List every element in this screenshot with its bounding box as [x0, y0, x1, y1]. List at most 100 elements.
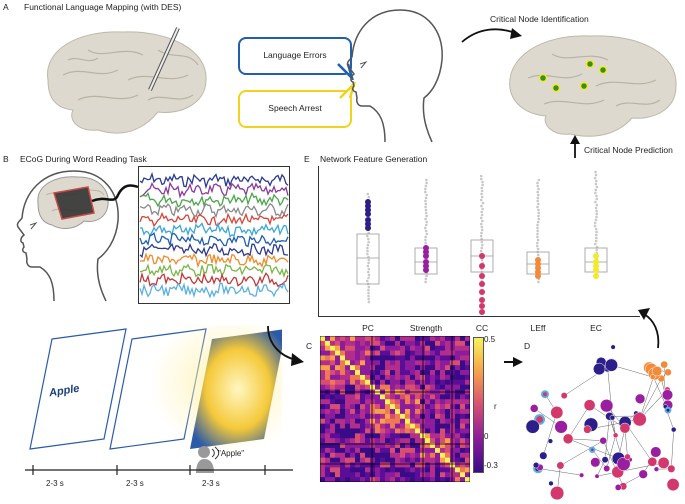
heatmap-cell	[440, 438, 446, 444]
feature-point	[366, 264, 370, 268]
heatmap-cell	[415, 374, 421, 381]
boxplot-box	[356, 233, 380, 285]
heatmap-cell	[430, 399, 436, 405]
heatmap-cell	[410, 374, 416, 381]
heatmap-cell	[430, 374, 436, 381]
heatmap-cell	[325, 394, 331, 400]
feature-point	[480, 213, 484, 217]
heatmap-cell	[390, 423, 396, 429]
heatmap-cell	[450, 394, 456, 400]
heatmap-cell	[395, 350, 401, 356]
heatmap-cell	[455, 472, 461, 478]
heatmap-cell	[440, 409, 446, 415]
heatmap-cell	[320, 457, 326, 463]
feature-point	[366, 192, 370, 196]
heatmap-cell	[325, 418, 331, 424]
feature-point	[367, 237, 370, 241]
network-node	[612, 432, 619, 439]
network-node	[619, 422, 631, 434]
network-node	[548, 480, 554, 487]
heatmap-cell	[330, 423, 336, 429]
heatmap-cell	[370, 423, 376, 429]
heatmap-cell	[355, 340, 361, 347]
heatmap-cell	[430, 423, 436, 429]
heatmap-cell	[425, 360, 431, 366]
ecog-trace	[139, 191, 289, 208]
heatmap-cell	[370, 370, 376, 376]
feature-point	[424, 208, 428, 212]
heatmap-cell	[385, 370, 391, 376]
heatmap-cell	[440, 350, 446, 356]
heatmap-cell	[405, 409, 411, 415]
heatmap-cell	[410, 379, 416, 385]
heatmap-cell	[345, 467, 351, 473]
heatmap-cell	[320, 360, 326, 366]
heatmap-cell	[345, 365, 351, 371]
heatmap-cell	[325, 370, 331, 376]
heatmap-cell	[455, 438, 461, 444]
heatmap-cell	[395, 394, 401, 400]
heatmap-cell	[405, 340, 411, 347]
feature-point	[536, 199, 539, 203]
feature-point	[536, 205, 539, 209]
heatmap-cell	[435, 433, 441, 439]
heatmap-cell	[350, 336, 356, 342]
head-with-ecog-grid-illustration	[16, 170, 139, 302]
network-edge	[560, 440, 604, 466]
heatmap-cell	[385, 379, 391, 385]
heatmap-cell	[400, 384, 406, 390]
heatmap-cell	[455, 462, 461, 468]
heatmap-cell	[435, 355, 441, 361]
heatmap-cell	[320, 399, 326, 405]
heatmap-cell	[365, 399, 371, 405]
heatmap-cell	[375, 404, 381, 410]
feature-point	[537, 202, 540, 206]
heatmap-cell	[455, 413, 461, 420]
heatmap-cell	[390, 467, 396, 473]
heatmap-cell	[370, 394, 376, 400]
heatmap-cell	[345, 409, 351, 415]
heatmap-cell	[365, 340, 371, 347]
heatmap-cell	[425, 399, 431, 405]
heatmap-cell	[465, 384, 470, 390]
heatmap-cell	[395, 413, 401, 420]
heatmap-cell	[415, 370, 421, 376]
feature-point	[424, 187, 427, 191]
network-node	[653, 466, 660, 472]
network-node	[550, 406, 564, 419]
stimulus-frames	[29, 325, 282, 453]
heatmap-cell	[325, 350, 331, 356]
heatmap-cell	[330, 413, 336, 420]
feature-point	[481, 219, 484, 223]
feature-point	[424, 223, 428, 227]
heatmap-cell	[385, 462, 391, 468]
heatmap-cell	[375, 462, 381, 468]
identification-arrow	[461, 28, 522, 43]
heatmap-cell	[330, 394, 336, 400]
heatmap-cell	[410, 428, 416, 434]
heatmap-cell	[430, 345, 436, 351]
heatmap-cell	[340, 336, 346, 342]
heatmap-cell	[350, 418, 356, 424]
heatmap-cell	[465, 418, 470, 424]
feature-point	[537, 193, 540, 197]
heatmap-cell	[465, 360, 470, 366]
heatmap-cell	[450, 340, 456, 347]
heatmap-cell	[410, 452, 416, 458]
heatmap-cell	[365, 404, 371, 410]
heatmap-cell	[455, 370, 461, 376]
network-node	[556, 461, 565, 470]
heatmap-cell	[345, 345, 351, 351]
heatmap-cell	[360, 423, 366, 429]
heatmap-cell	[400, 467, 406, 473]
heatmap-cell	[365, 462, 371, 468]
heatmap-cell	[325, 457, 331, 463]
heatmap-cell	[465, 477, 470, 482]
heatmap-cell	[465, 365, 470, 371]
heatmap-cell	[400, 374, 406, 381]
heatmap-cell	[435, 384, 441, 390]
heatmap-cell	[360, 355, 366, 361]
heatmap-cell	[340, 370, 346, 376]
heatmap-cell	[430, 384, 436, 390]
heatmap-cell	[445, 423, 451, 429]
